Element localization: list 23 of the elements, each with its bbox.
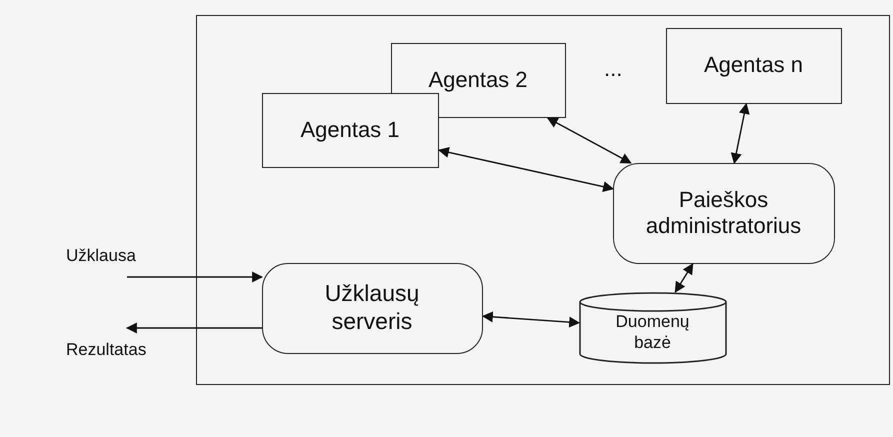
agent-box — [390, 42, 566, 118]
node-label: Užklausa — [65, 246, 137, 266]
rounded-process-box — [612, 162, 834, 264]
arrow — [674, 263, 694, 293]
arrow — [126, 322, 262, 334]
agent-box — [666, 28, 842, 104]
node-label: Paieškos administratorius — [644, 186, 802, 240]
agent-box — [262, 92, 438, 168]
arrow — [127, 272, 264, 282]
node-label: Agentas 1 — [299, 116, 401, 144]
rounded-process-box — [262, 262, 482, 354]
node-label: Užklausų serveris — [324, 280, 420, 336]
database-cylinder — [578, 292, 726, 364]
node-label: Rezultatas — [65, 340, 148, 360]
arrow — [438, 146, 614, 192]
arrow — [546, 117, 632, 164]
arrow — [482, 311, 580, 328]
arrow — [730, 102, 750, 164]
node-label: Agentas n — [702, 52, 804, 79]
node-label: Agentas 2 — [427, 66, 529, 94]
frame-box — [196, 15, 890, 385]
node-label: Duomenų bazė — [614, 311, 690, 353]
ellipsis-label: ... — [604, 56, 622, 82]
